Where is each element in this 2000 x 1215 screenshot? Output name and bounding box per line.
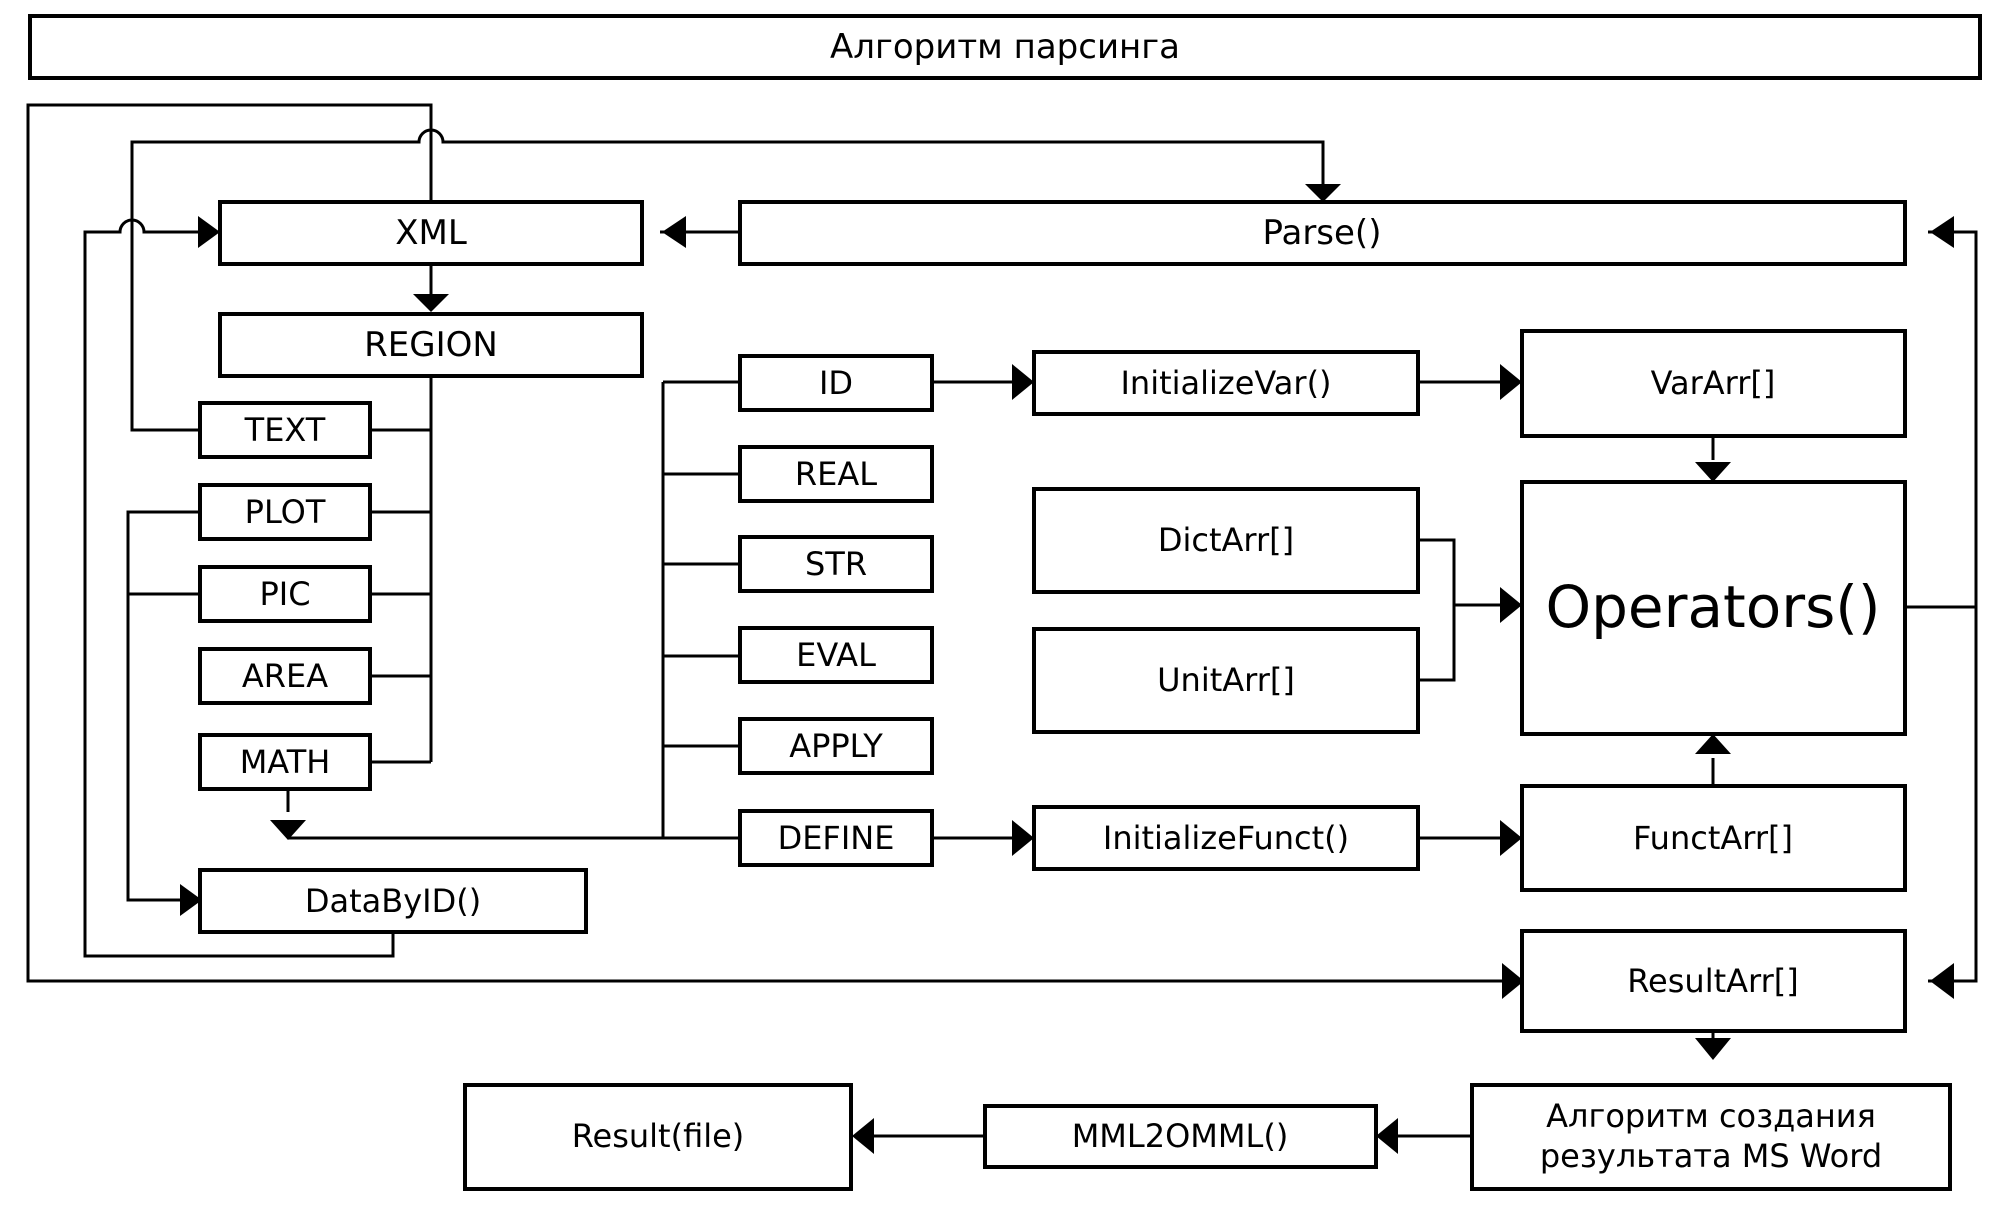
initializevar-box: InitializeVar()	[1032, 350, 1420, 416]
define-label: DEFINE	[778, 819, 895, 857]
area-box: AREA	[198, 647, 372, 705]
arrowhead-xml-right	[662, 216, 686, 248]
dictarr-label: DictArr[]	[1158, 521, 1294, 559]
resultfile-box: Result(file)	[463, 1083, 853, 1191]
initializefunct-box: InitializeFunct()	[1032, 805, 1420, 871]
eval-label: EVAL	[796, 636, 876, 674]
mml2omml-box: MML2OMML()	[983, 1104, 1378, 1169]
word-result-algorithm-box: Алгоритм создания результата MS Word	[1470, 1083, 1952, 1191]
title-box: Алгоритм парсинга	[28, 14, 1982, 80]
title-label: Алгоритм парсинга	[830, 27, 1180, 67]
arrowhead-resultarr-right	[1930, 963, 1954, 999]
connector-token-bus	[661, 380, 740, 838]
resultarr-box: ResultArr[]	[1520, 929, 1907, 1033]
resultarr-label: ResultArr[]	[1627, 962, 1798, 1000]
connector-plot-pic-to-databyid	[126, 510, 200, 902]
unitarr-label: UnitArr[]	[1157, 661, 1295, 699]
arrowhead-functarr	[1500, 820, 1522, 856]
arrowhead-xml-left	[198, 216, 220, 248]
math-box: MATH	[198, 733, 372, 791]
mml2omml-label: MML2OMML()	[1072, 1117, 1289, 1155]
arrowhead-parse	[1305, 184, 1341, 202]
functarr-box: FunctArr[]	[1520, 784, 1907, 892]
real-box: REAL	[738, 445, 934, 503]
text-label: TEXT	[244, 411, 326, 449]
connector-math-to-define	[286, 789, 740, 840]
connector-dict-unit-to-operators	[1418, 538, 1500, 682]
arrowhead-initializefunct	[1012, 820, 1034, 856]
str-box: STR	[738, 535, 934, 593]
arrowheads	[180, 184, 1954, 1154]
xml-box: XML	[218, 200, 644, 266]
connector-databyid-to-xml	[83, 218, 395, 958]
connector-text-to-parse	[130, 128, 1325, 432]
parse-label: Parse()	[1263, 213, 1382, 253]
define-box: DEFINE	[738, 809, 934, 867]
dictarr-box: DictArr[]	[1032, 487, 1420, 594]
arrowhead-mml2omml	[1376, 1118, 1398, 1154]
plot-label: PLOT	[245, 493, 326, 531]
functarr-label: FunctArr[]	[1633, 819, 1793, 857]
vararr-box: VarArr[]	[1520, 329, 1907, 438]
parse-box: Parse()	[738, 200, 1907, 266]
id-label: ID	[819, 364, 853, 402]
operators-box: Operators()	[1520, 480, 1907, 736]
connector-region-bus	[370, 376, 433, 764]
word-result-algorithm-line2: результата MS Word	[1540, 1137, 1882, 1175]
eval-box: EVAL	[738, 626, 934, 684]
region-box: REGION	[218, 312, 644, 378]
operators-label: Operators()	[1545, 573, 1880, 641]
id-box: ID	[738, 354, 934, 412]
region-label: REGION	[364, 325, 498, 365]
unitarr-box: UnitArr[]	[1032, 627, 1420, 734]
arrowhead-databyid	[180, 884, 202, 916]
connector-xml-to-resultarr	[26, 103, 1503, 983]
str-label: STR	[805, 545, 867, 583]
xml-label: XML	[395, 213, 467, 253]
arrowhead-resultfile	[852, 1118, 874, 1154]
arrowhead-operators-left	[1500, 587, 1522, 623]
initializevar-label: InitializeVar()	[1120, 364, 1331, 402]
vararr-label: VarArr[]	[1651, 364, 1776, 402]
math-label: MATH	[240, 743, 331, 781]
pic-label: PIC	[259, 575, 310, 613]
arrowhead-initializevar	[1012, 364, 1034, 400]
databyid-label: DataByID()	[305, 882, 481, 920]
arrowhead-math-down	[270, 820, 306, 840]
connector-operators-to-parse-result	[1905, 230, 1978, 983]
area-label: AREA	[242, 657, 328, 695]
real-label: REAL	[795, 455, 877, 493]
arrowhead-operators-bottom	[1695, 734, 1731, 754]
resultfile-label: Result(file)	[572, 1117, 745, 1155]
arrowhead-resultarr-left	[1502, 963, 1524, 999]
word-result-algorithm-line1: Алгоритм создания	[1546, 1097, 1876, 1135]
text-box: TEXT	[198, 401, 372, 459]
arrowhead-vararr	[1500, 364, 1522, 400]
apply-box: APPLY	[738, 717, 934, 775]
arrowhead-parse-right	[1930, 216, 1954, 248]
apply-label: APPLY	[789, 727, 883, 765]
pic-box: PIC	[198, 565, 372, 623]
arrowhead-operators-top	[1695, 462, 1731, 482]
databyid-box: DataByID()	[198, 868, 588, 934]
initializefunct-label: InitializeFunct()	[1103, 819, 1349, 857]
arrowhead-region	[413, 294, 449, 312]
arrowhead-word	[1695, 1038, 1731, 1060]
plot-box: PLOT	[198, 483, 372, 541]
